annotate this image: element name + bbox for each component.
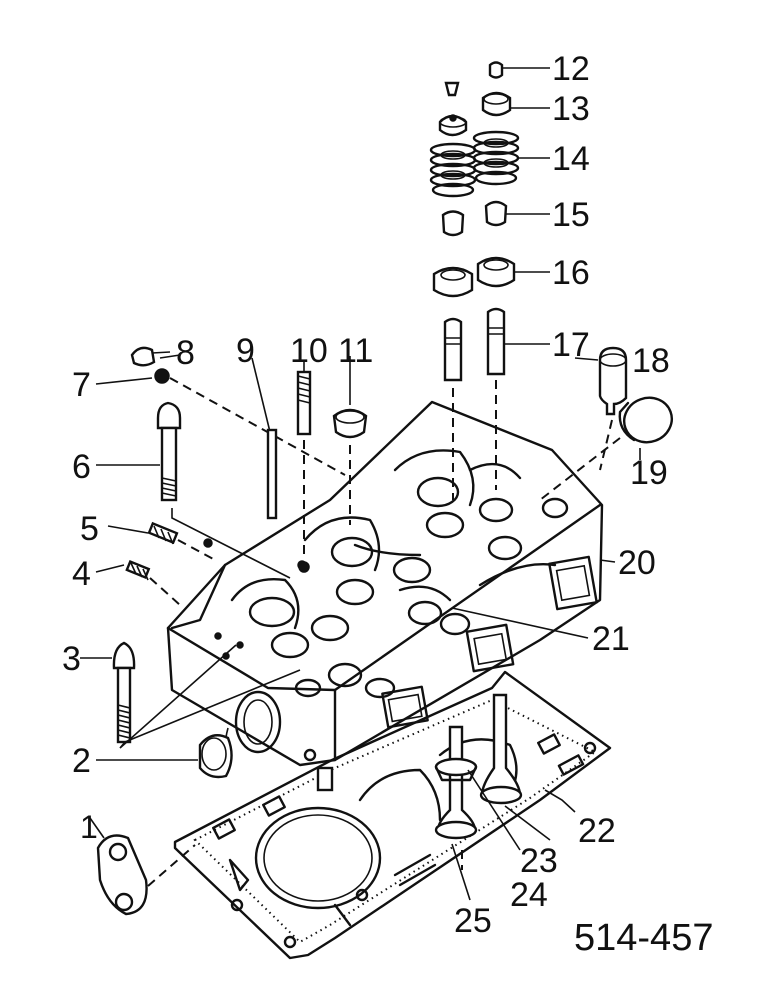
callout-14: 14	[552, 140, 590, 178]
reference-number: 514-457	[574, 917, 713, 959]
stud-part-3	[80, 641, 136, 744]
callout-25: 25	[454, 902, 492, 940]
callout-15: 15	[552, 196, 590, 234]
stud-part-5	[107, 521, 216, 561]
ball-part-7	[95, 368, 346, 476]
callout-19: 19	[630, 454, 668, 492]
callout-4: 4	[72, 555, 91, 593]
plug-part-8	[130, 346, 171, 367]
callout-3: 3	[62, 640, 81, 678]
leader-lines	[89, 354, 641, 901]
rod-part-9	[251, 357, 278, 520]
callout-16: 16	[552, 254, 590, 292]
callout-17: 17	[552, 326, 590, 364]
valve-train-stack	[429, 61, 550, 500]
sleeve-part-18	[598, 346, 628, 471]
stud-part-4	[95, 559, 181, 606]
callout-22: 22	[578, 812, 616, 850]
callout-9: 9	[236, 332, 255, 370]
callout-7: 7	[72, 366, 91, 404]
callout-2: 2	[72, 742, 91, 780]
callout-1: 1	[80, 809, 98, 845]
plug-part-19	[539, 396, 673, 501]
callout-12: 12	[552, 50, 590, 88]
callout-13: 13	[552, 90, 590, 128]
callout-labels: 1 2 3 4 5 6 7 8 9 10 11 12 13 14 15 16 1…	[62, 50, 713, 959]
callout-8: 8	[176, 334, 195, 372]
plate-part	[96, 834, 196, 916]
cylinder-head-block	[166, 400, 604, 792]
callout-23: 23	[520, 842, 558, 880]
callout-10: 10	[290, 332, 328, 370]
valves	[434, 693, 523, 840]
head-gasket	[173, 670, 612, 960]
bolt-part-6	[96, 401, 291, 579]
stud-part-10	[296, 360, 312, 573]
callout-24: 24	[510, 876, 548, 914]
callout-18: 18	[632, 342, 670, 380]
callout-11: 11	[338, 332, 373, 370]
callout-6: 6	[72, 448, 91, 486]
callout-21: 21	[592, 620, 630, 658]
plug-part-11	[332, 356, 368, 525]
callout-20: 20	[618, 544, 656, 582]
callout-5: 5	[80, 510, 99, 548]
